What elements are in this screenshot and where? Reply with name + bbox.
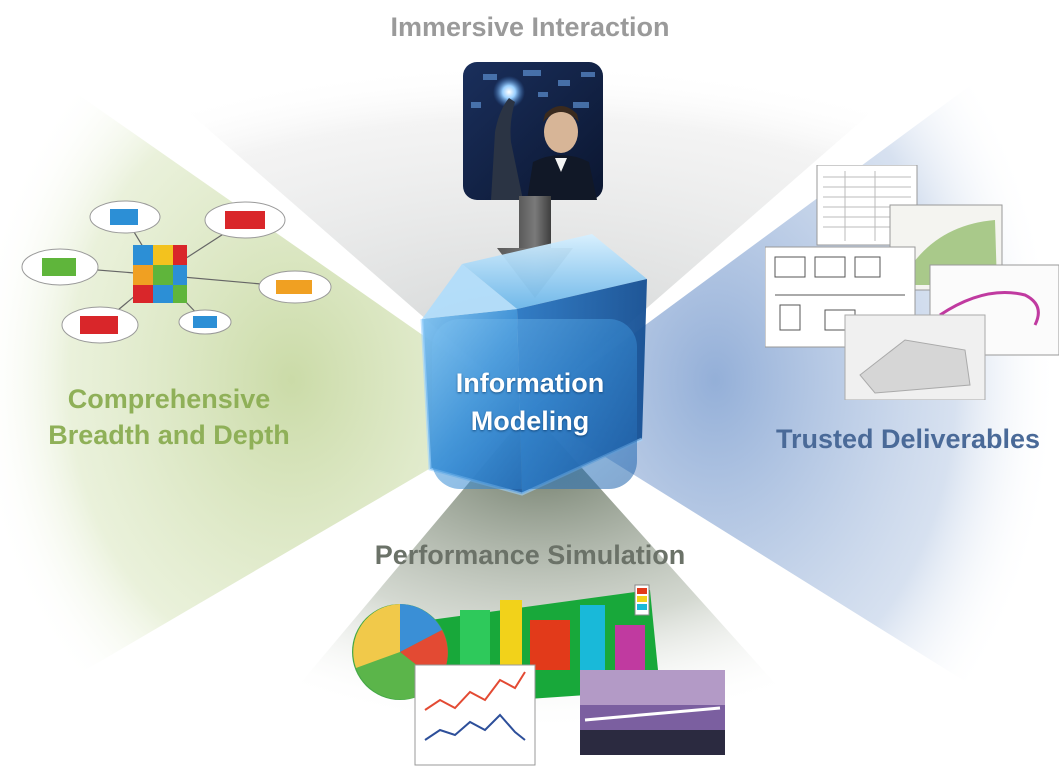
- left-title-line2: Breadth and Depth: [48, 420, 290, 450]
- cube-icon: [420, 234, 647, 496]
- documents-stack-icon: [765, 165, 1059, 400]
- puzzle-cube-icon: [21, 200, 332, 344]
- left-title-line1: Comprehensive: [67, 384, 271, 414]
- line-chart-icon: [414, 664, 536, 766]
- puzzle-piece-icon: [21, 200, 332, 344]
- center-title-line2: Modeling: [470, 406, 590, 436]
- right-title: Trusted Deliverables: [775, 424, 1041, 454]
- bridge-photo: [580, 670, 725, 755]
- simulation-collage: [352, 584, 725, 766]
- top-title: Immersive Interaction: [390, 12, 670, 42]
- bottom-title: Performance Simulation: [374, 540, 686, 570]
- center-title-line1: Information: [455, 368, 605, 398]
- man-touchscreen-photo: [463, 62, 603, 200]
